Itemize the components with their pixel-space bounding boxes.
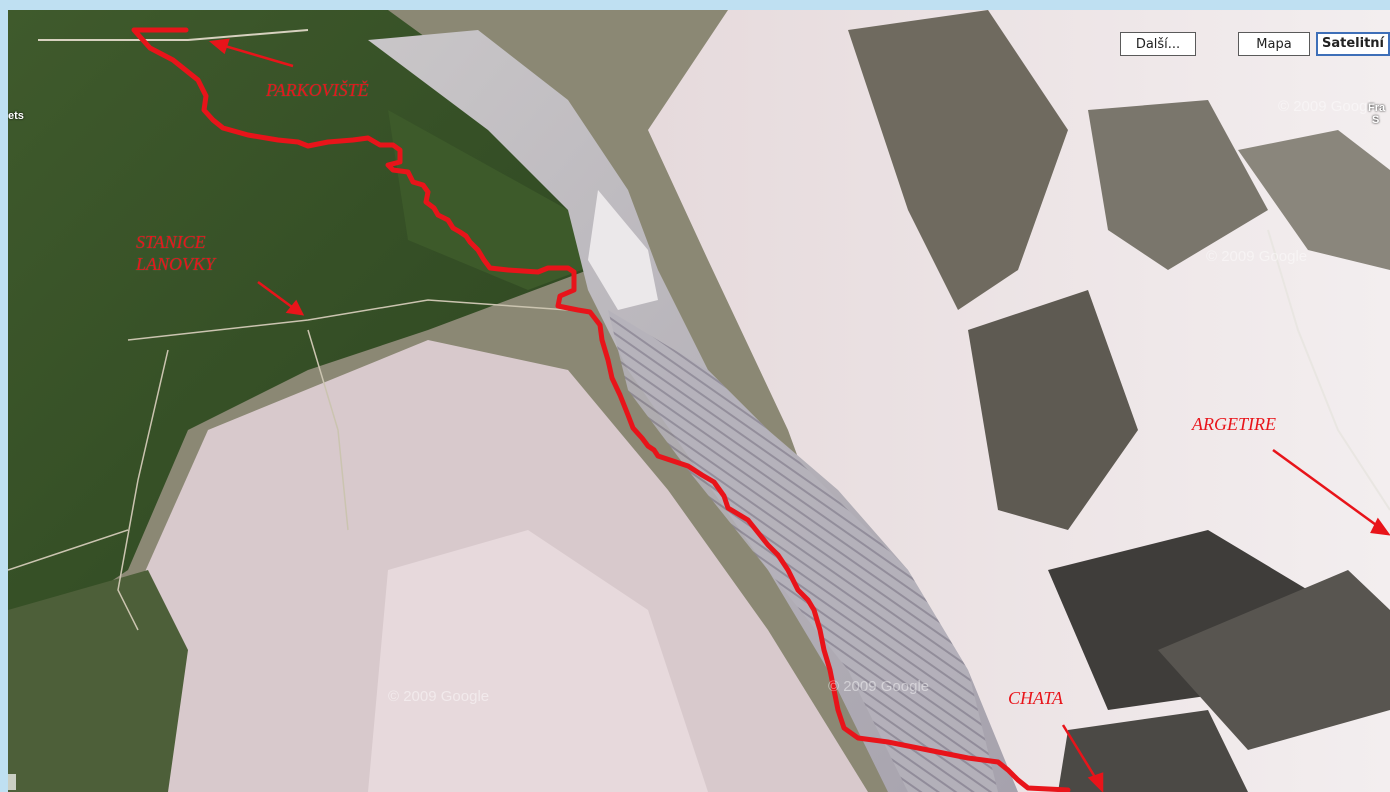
cable-station-label-line2: LANOVKY: [136, 254, 216, 274]
map-edge-label-right-2: S: [1372, 114, 1380, 126]
hiking-route: [131, 27, 1071, 792]
argentiere-label: ARGETIRE: [1192, 414, 1276, 434]
parking-arrow: [217, 42, 294, 68]
map-watermark: © 2009 Google: [388, 688, 490, 705]
hut-label: CHATA: [1008, 688, 1064, 708]
parking-label: PARKOVIŠTĚ: [266, 80, 369, 100]
satellite-view-button[interactable]: Satelitní: [1316, 32, 1390, 56]
argentiere-arrow: [1272, 448, 1384, 532]
map-watermark: © 2009 Google: [1278, 98, 1380, 115]
map-type-controls: Další... Mapa Satelitní: [1120, 32, 1390, 58]
map-watermark: © 2009 Google: [828, 678, 930, 695]
map-edge-label-right-1: Fra: [1368, 102, 1386, 114]
satellite-map-view[interactable]: © 2009 Google © 2009 Google © 2009 Googl…: [8, 10, 1390, 792]
map-watermark: © 2009 Google: [1206, 248, 1308, 265]
more-button[interactable]: Další...: [1120, 32, 1196, 56]
satellite-imagery: [8, 10, 1390, 792]
cable-station-label-line1: STANICE: [136, 232, 206, 252]
hut-arrow: [1061, 724, 1100, 783]
map-edge-label-left: ets: [8, 110, 24, 122]
map-view-button[interactable]: Mapa: [1238, 32, 1310, 56]
cable-station-arrow: [257, 280, 297, 312]
